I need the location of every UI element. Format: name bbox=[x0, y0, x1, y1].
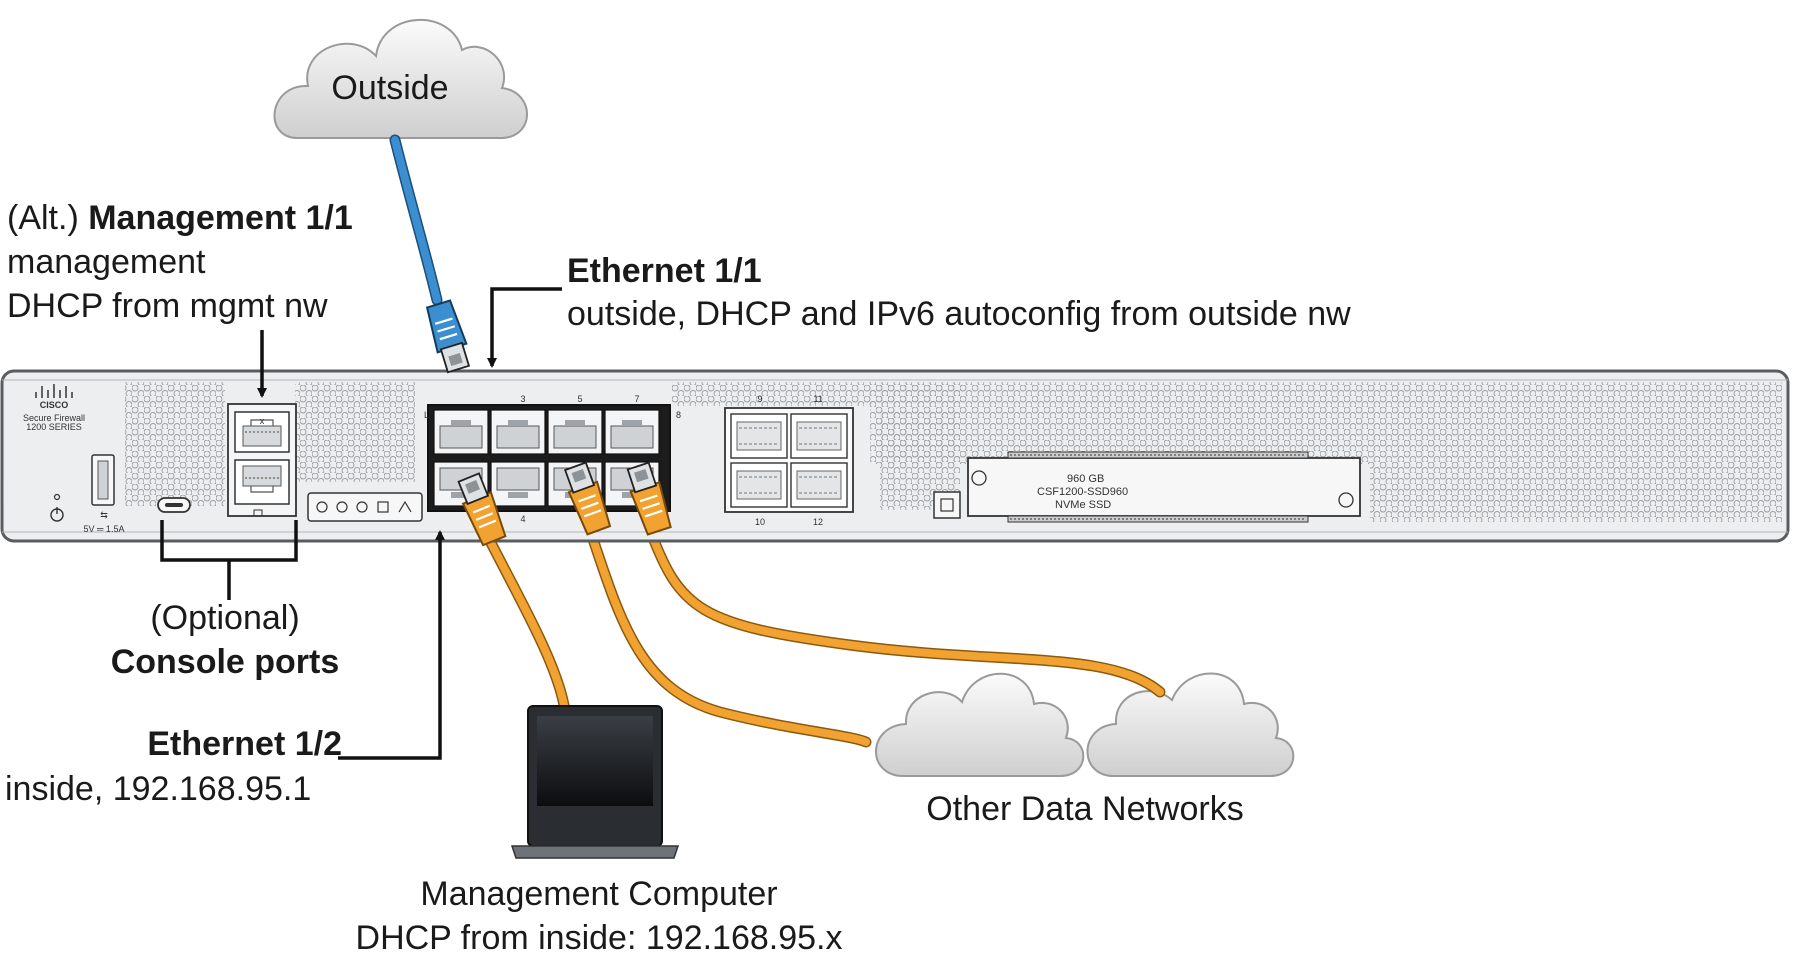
model-line-1: Secure Firewall bbox=[23, 413, 85, 423]
sfp-number-10: 10 bbox=[755, 517, 765, 527]
model-line-2: 1200 SERIES bbox=[26, 422, 82, 432]
management-name: Management 1/1 bbox=[88, 199, 353, 237]
console-port-icon bbox=[253, 509, 263, 517]
ssd-type: NVMe SSD bbox=[1055, 499, 1111, 511]
eth11-title: Ethernet 1/1 bbox=[567, 252, 762, 290]
management-port-x: x bbox=[260, 416, 265, 426]
status-led-panel bbox=[307, 492, 423, 522]
port-number-7: 7 bbox=[634, 394, 639, 404]
management-dhcp: DHCP from mgmt nw bbox=[7, 287, 328, 325]
management-prefix: (Alt.) bbox=[7, 199, 89, 237]
management-port[interactable]: x bbox=[234, 411, 290, 453]
data-cable-group bbox=[481, 524, 1166, 748]
rj45-connector-icon bbox=[563, 461, 612, 536]
sfp-port[interactable] bbox=[790, 413, 848, 459]
management-title: (Alt.) Management 1/1 bbox=[7, 196, 353, 240]
ethernet-port[interactable] bbox=[547, 409, 603, 455]
port-side-left: L bbox=[424, 410, 429, 420]
eth12-callout-arrow bbox=[338, 530, 445, 760]
ssd-screw-icon bbox=[971, 470, 987, 486]
reset-button[interactable] bbox=[933, 491, 961, 519]
eth12-desc: inside, 192.168.95.1 bbox=[5, 770, 312, 808]
outside-cloud-icon bbox=[273, 18, 528, 140]
ssd-screw-icon bbox=[1338, 492, 1354, 508]
sfp-port[interactable] bbox=[730, 413, 788, 459]
sfp-number-11: 11 bbox=[813, 394, 822, 404]
management-role: management bbox=[7, 243, 206, 281]
outside-cloud-label: Outside bbox=[331, 69, 449, 107]
cisco-brand-text: CISCO bbox=[40, 400, 69, 410]
sfp-port[interactable] bbox=[730, 462, 788, 508]
usb-port[interactable] bbox=[91, 454, 115, 506]
port-side-right: 8 bbox=[676, 410, 681, 420]
other-networks-label: Other Data Networks bbox=[926, 790, 1244, 828]
console-optional: (Optional) bbox=[150, 599, 300, 637]
computer-dhcp: DHCP from inside: 192.168.95.x bbox=[355, 919, 843, 957]
callout-lines bbox=[160, 287, 562, 760]
rj45-connector-icon bbox=[457, 472, 507, 547]
port-number-3: 3 bbox=[520, 394, 525, 404]
sfp-number-9: 9 bbox=[757, 394, 762, 404]
ssd-part-number: CSF1200-SSD960 bbox=[1037, 486, 1128, 498]
cisco-logo: CISCO Secure Firewall 1200 SERIES bbox=[23, 384, 85, 432]
port-number-5: 5 bbox=[577, 394, 582, 404]
rj45-connector-icon bbox=[425, 299, 471, 374]
management-port-block: x bbox=[227, 403, 297, 517]
rj45-connector-icon bbox=[626, 461, 672, 536]
ethernet-port[interactable] bbox=[490, 461, 546, 507]
laptop-icon bbox=[510, 705, 680, 859]
ethernet-port[interactable] bbox=[490, 409, 546, 455]
usb-c-console-port[interactable] bbox=[157, 497, 191, 513]
sfp-number-12: 12 bbox=[813, 517, 823, 527]
ssd-capacity: 960 GB bbox=[1067, 473, 1104, 485]
rj45-console-port[interactable] bbox=[234, 459, 290, 505]
usb-rating: 5V ═ 1.5A bbox=[84, 524, 125, 534]
eth11-callout-arrow bbox=[487, 287, 562, 368]
sfp-port[interactable] bbox=[790, 462, 848, 508]
console-title: Console ports bbox=[110, 643, 340, 681]
ethernet-port[interactable] bbox=[433, 409, 489, 455]
port-number-4: 4 bbox=[520, 514, 525, 524]
other-network-cloud-icon bbox=[1086, 672, 1295, 778]
firewall-chassis: CISCO Secure Firewall 1200 SERIES 5V ═ 1… bbox=[0, 369, 1790, 543]
other-network-cloud-icon bbox=[875, 672, 1085, 778]
status-led bbox=[53, 493, 61, 501]
eth12-title: Ethernet 1/2 bbox=[147, 725, 342, 763]
outside-cable bbox=[389, 134, 443, 306]
usb-icon: ⇆ bbox=[100, 510, 108, 520]
ethernet-port[interactable] bbox=[604, 409, 660, 455]
eth11-desc: outside, DHCP and IPv6 autoconfig from o… bbox=[567, 295, 1351, 333]
power-icon[interactable] bbox=[50, 507, 64, 522]
ssd-bay: 960 GB CSF1200-SSD960 NVMe SSD bbox=[967, 451, 1361, 523]
computer-title: Management Computer bbox=[420, 875, 778, 913]
sfp-port-grid bbox=[730, 413, 848, 508]
connector-group bbox=[425, 299, 672, 547]
